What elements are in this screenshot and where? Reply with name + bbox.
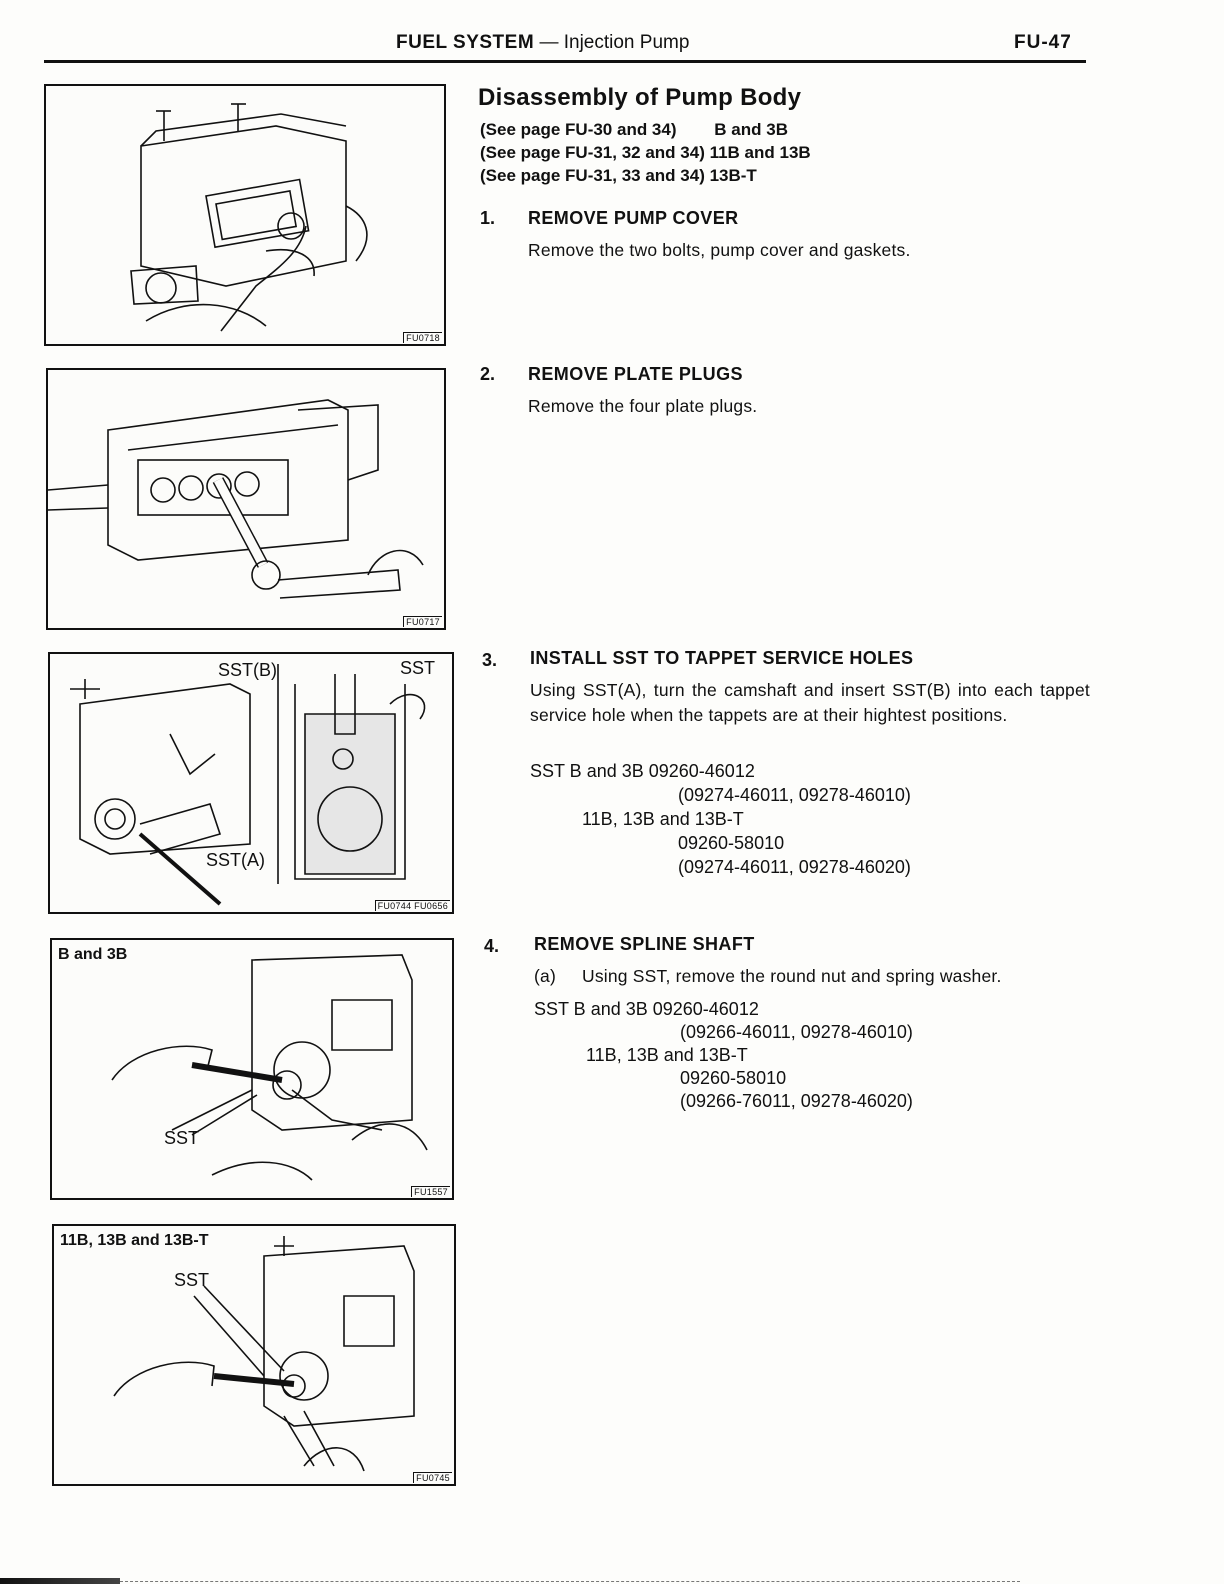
page-references: (See page FU-30 and 34) B and 3B (See pa… [480,118,811,187]
tappet-sst-illustration [70,664,426,906]
step-number: 4. [484,936,500,956]
header-rule [44,60,1086,63]
figure-tag: 11B, 13B and 13B-T [60,1232,209,1249]
sst-line: 11B, 13B and 13B-T [582,809,744,829]
label-sst: SST [164,1128,200,1148]
step-text: Using SST(A), turn the camshaft and inse… [530,680,1090,725]
step-title: REMOVE PLATE PLUGS [528,364,743,384]
sst-line: (09274-46011, 09278-46020) [678,857,911,877]
header-title: FUEL SYSTEM — Injection Pump [396,32,689,54]
step-number: 2. [480,364,496,384]
sst-line: (09266-46011, 09278-46010) [680,1022,913,1042]
figure-tappet-sst: SST(B) SST SST(A) FU0744 FU0656 [48,652,454,914]
step-number: 3. [482,650,498,670]
scan-bottom-dash [120,1581,1020,1582]
step-number: 1. [480,208,496,228]
label-sst: SST [400,658,436,678]
sst-line: SST B and 3B 09260-46012 [534,999,759,1019]
figure-code: FU1557 [411,1186,450,1197]
page-number: FU-47 [1014,32,1072,53]
figure-spline-11b-13b: 11B, 13B and 13B-T SST FU0745 [52,1224,456,1486]
figure-spline-b-3b: B and 3B SST FU1557 [50,938,454,1200]
header-subsection: Injection Pump [563,32,690,53]
sst-line: 09260-58010 [678,833,785,853]
reference-line: (See page FU-30 and 34) B and 3B [480,120,788,139]
figure-code: FU0717 [403,616,442,627]
label-sst-a: SST(A) [206,850,266,870]
step-text: Remove the two bolts, pump cover and gas… [528,240,911,260]
scan-edge-mark [0,1578,120,1584]
sst-line: (09266-76011, 09278-46020) [680,1091,913,1111]
step-title: INSTALL SST TO TAPPET SERVICE HOLES [530,648,914,668]
figure-pump-cover: FU0718 [44,84,446,346]
step-title: REMOVE SPLINE SHAFT [534,934,755,954]
label-sst: SST [174,1270,210,1290]
figure-code: FU0745 [413,1472,452,1483]
page-title: Disassembly of Pump Body [478,84,802,111]
sub-step-label: (a) [534,966,556,986]
sst-line: 09260-58010 [680,1068,787,1088]
header-dash: — [534,32,564,53]
figure-code: FU0718 [403,332,442,343]
label-sst-b: SST(B) [218,660,278,680]
plate-plugs-illustration [48,399,424,599]
spline-b-3b-illustration [111,954,428,1181]
spline-11b-13b-illustration [113,1236,415,1472]
pump-cover-illustration [130,103,368,332]
sst-line: 11B, 13B and 13B-T [586,1045,748,1065]
sst-line: (09274-46011, 09278-46010) [678,785,911,805]
step-text: Remove the four plate plugs. [528,396,758,416]
step-title: REMOVE PUMP COVER [528,208,739,228]
sst-line: SST B and 3B 09260-46012 [530,761,755,781]
reference-line: (See page FU-31, 33 and 34) 13B-T [480,166,757,185]
figure-code: FU0744 FU0656 [374,900,450,911]
figure-plate-plugs: FU0717 [46,368,446,630]
reference-line: (See page FU-31, 32 and 34) 11B and 13B [480,143,811,162]
header-section: FUEL SYSTEM [396,32,535,53]
page-header: FUEL SYSTEM — Injection Pump FU-47 [0,28,1224,58]
step-text: Using SST, remove the round nut and spri… [582,966,1002,986]
figure-tag: B and 3B [58,946,128,963]
